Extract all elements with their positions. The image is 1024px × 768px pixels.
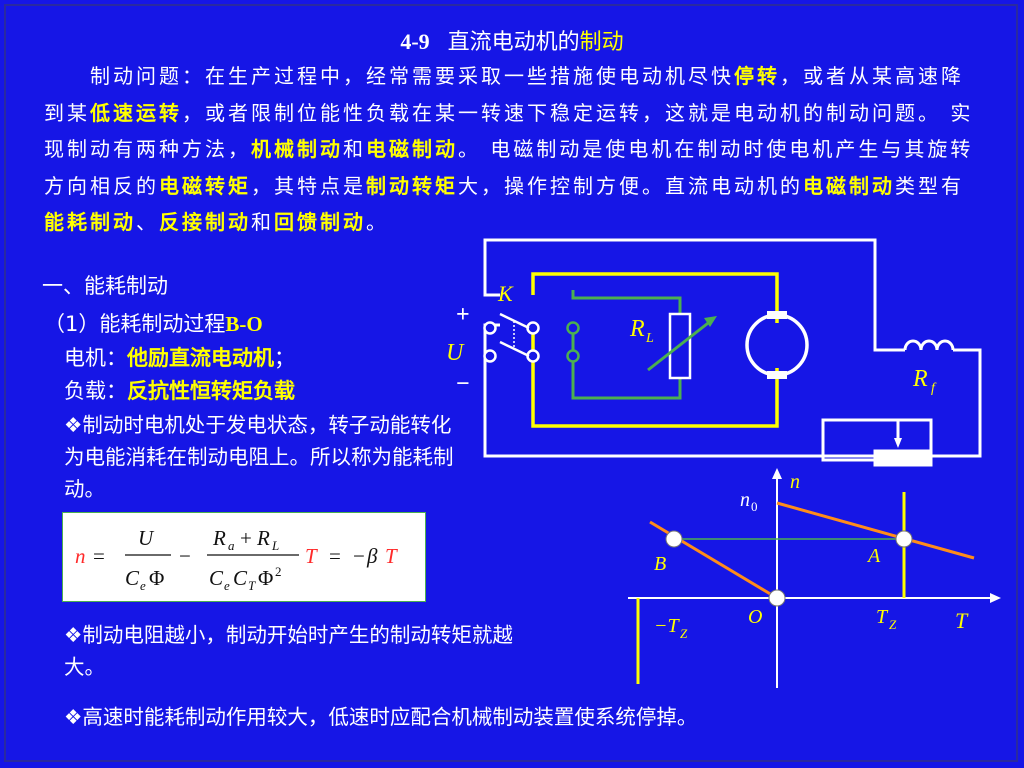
intro-segment: 制动问题：在生产过程中，经常需要采取一些措施使电动机尽快 [90,64,734,88]
intro-highlight: 反接制动 [159,210,251,234]
label-B: B [654,553,666,575]
load-line: 负载：反抗性恒转矩负载 [64,375,295,405]
label-T: T [955,608,969,633]
supply-minus: − [456,371,470,397]
label-n0-sub: 0 [751,499,758,514]
motor-suffix: ； [274,346,295,370]
intro-highlight: 低速运转 [90,100,182,125]
intro-highlight: 能耗制动 [44,210,136,234]
bullet-resistance: ❖制动电阻越小，制动开始时产生的制动转矩就越大。 [64,623,513,679]
label-TZ-sub: Z [889,617,897,632]
intro-segment: 和 [251,210,274,234]
circuit-diagram: K + U − R L R f [446,238,982,467]
label-negTZ: −T [654,615,680,637]
label-A: A [866,545,881,567]
intro-highlight: 回馈制动 [274,210,366,234]
intro-highlight: 电磁制动 [803,173,895,198]
formula-T-sub: T [248,578,256,593]
title-text: 直流电动机的 [447,30,580,55]
bullet-generator-state: ❖制动时电机处于发电状态，转子动能转化为电能消耗在制动电阻上。所以称为能耗制动。 [64,413,454,501]
intro-segment: 、 [136,210,159,234]
slide-title: 4-9 直流电动机的制动 [0,24,1024,56]
process-label: （1）能耗制动过程 [44,312,226,336]
motor-value: 他励直流电动机 [127,346,274,370]
formula-background [63,513,425,601]
point-B [665,530,683,548]
field-coil [903,339,955,351]
motor-line: 电机：他励直流电动机； [64,342,295,372]
motoring-curve [776,501,975,560]
point-O [768,589,786,607]
field-label: R [912,366,928,392]
formula-eq1: = [93,544,105,568]
intro-segment: 。 [366,210,389,234]
characteristic-graph: n n 0 A B O T Z T −T Z [628,468,1001,688]
intro-segment: 大，操作控制方便。直流电动机的 [458,173,803,198]
formula-eq2: = [329,544,341,568]
formula-beta: β [366,544,378,568]
formula-plus: + [240,526,252,550]
formula-e-sub2: e [224,578,230,593]
resistor-sub: L [645,331,654,346]
formula-T2: T [385,544,398,568]
formula-a-sub: a [228,538,235,553]
intro-highlight: 停转 [734,64,780,88]
process-line: （1）能耗制动过程B-O [44,308,263,338]
load-value: 反抗性恒转矩负载 [127,379,295,403]
section-number: 4-9 [400,29,430,54]
label-n: n [790,471,800,493]
brake-resistor [668,312,692,380]
field-rheostat [873,449,933,467]
label-negTZ-sub: Z [680,626,688,641]
formula-Ce: C [125,566,140,590]
field-sub: f [931,381,937,396]
motor-armature [745,313,809,377]
intro-highlight: 电磁转矩 [159,173,251,198]
formula-Ra: R [212,526,226,550]
intro-segment: ，或者限制位能性负载在某一转速下稳定运转，这就是电动机的制动问题。 实现制动有两… [44,100,974,162]
formula-square: 2 [275,564,282,579]
supply-label: U [446,340,465,366]
intro-segment: 类型有 [895,173,964,198]
speed-formula: n = U C e Φ − R a + R L C e C T Φ 2 T [75,526,398,593]
process-code: B-O [225,312,263,336]
formula-e-sub: e [140,578,146,593]
formula-Ce2: C [209,566,224,590]
label-TZ: T [876,606,889,628]
formula-minus1: − [179,544,191,568]
switch-label: K [497,281,514,306]
load-label: 负载： [64,379,127,403]
label-n0: n [740,489,750,511]
formula-box: n = U C e Φ − R a + R L C e C T Φ 2 T [62,512,426,602]
motor-label: 电机： [64,346,127,370]
formula-CT: C [233,566,248,590]
section-heading: 一、能耗制动 [42,274,168,298]
formula-L-sub: L [271,538,279,553]
formula-T: T [305,544,318,568]
formula-phi: Φ [149,566,164,590]
formula-U: U [138,526,155,550]
title-highlight: 制动 [579,30,624,55]
supply-plus: + [456,302,470,328]
intro-highlight: 电磁制动 [366,137,458,161]
formula-minus2: − [353,544,365,568]
intro-paragraph: 制动问题：在生产过程中，经常需要采取一些措施使电动机尽快停转，或者从某高速降到某… [44,58,979,241]
bullet-high-speed: ❖高速时能耗制动作用较大，低速时应配合机械制动装置使系统停掉。 [64,705,698,729]
label-O: O [748,606,762,628]
intro-segment: 和 [343,137,366,161]
intro-segment: ，或者从某高速降到某 [44,64,964,125]
intro-text: 制动问题：在生产过程中，经常需要采取一些措施使电动机尽快停转，或者从某高速降到某… [44,58,979,241]
intro-segment: 。 电磁制动是使电机在制动时使电机产生与其旋转方向相反的 [44,137,974,198]
intro-highlight: 制动转矩 [366,173,458,198]
slide-frame [4,4,1018,762]
formula-RL: R [256,526,270,550]
resistor-label: R [629,316,645,342]
intro-segment: ，其特点是 [251,173,366,198]
switch-blade-2 [499,340,530,358]
formula-n: n [75,544,86,568]
formula-phi2: Φ [258,566,273,590]
point-A [895,530,913,548]
intro-highlight: 机械制动 [251,137,343,161]
